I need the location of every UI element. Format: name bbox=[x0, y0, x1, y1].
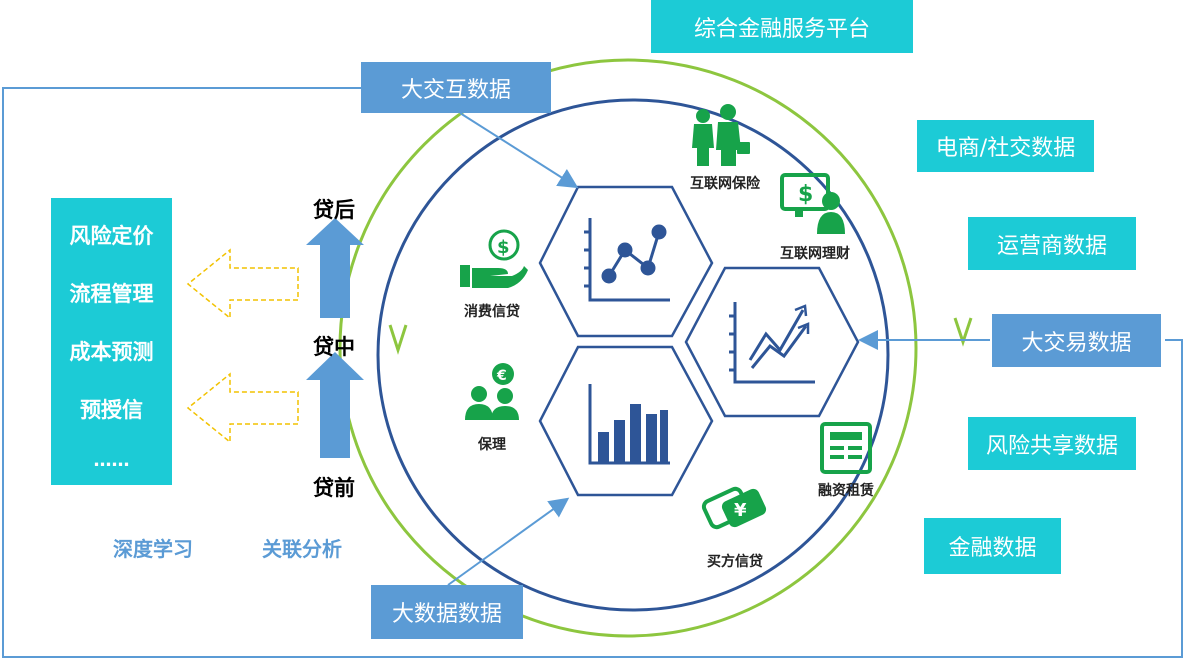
interaction-connector bbox=[459, 112, 579, 189]
capability-panel: 风险定价 流程管理 成本预测 预授信 …… bbox=[51, 198, 172, 485]
interaction-data-box: 大交互数据 bbox=[361, 62, 551, 113]
factoring-icon: € bbox=[465, 363, 519, 420]
left-green-chevron bbox=[388, 324, 408, 355]
stage-post-loan: 贷后 bbox=[313, 198, 355, 222]
capability-more: …… bbox=[93, 450, 130, 471]
consumer-credit-icon: $ bbox=[460, 229, 528, 288]
stage-mid-loan: 贷中 bbox=[313, 335, 355, 359]
platform-title: 综合金融服务平台 bbox=[651, 0, 913, 53]
risk-sharing-data-box: 风险共享数据 bbox=[968, 417, 1136, 470]
svg-text:$: $ bbox=[798, 182, 813, 207]
stage-pre-loan: 贷前 bbox=[313, 476, 355, 500]
return-loop-line bbox=[2, 87, 1183, 658]
factoring-label: 保理 bbox=[478, 437, 506, 453]
bar-chart-icon bbox=[588, 384, 670, 465]
svg-text:$: $ bbox=[497, 237, 510, 258]
insurance-label: 互联网保险 bbox=[690, 176, 760, 192]
finance-data-box: 金融数据 bbox=[924, 518, 1061, 574]
svg-text:€: € bbox=[496, 368, 507, 384]
svg-text:¥: ¥ bbox=[734, 500, 747, 521]
leasing-icon bbox=[820, 422, 872, 474]
insurance-icon bbox=[692, 104, 750, 166]
dashed-arrow-lower bbox=[186, 372, 299, 444]
method-association-analysis: 关联分析 bbox=[262, 537, 342, 561]
operator-data-box: 运营商数据 bbox=[968, 217, 1136, 270]
capability-cost-forecast: 成本预测 bbox=[69, 340, 154, 364]
outer-green-circle bbox=[338, 58, 918, 638]
arrow-pre-to-mid bbox=[306, 352, 364, 458]
dashed-arrow-upper bbox=[186, 248, 299, 320]
transaction-data-box: 大交易数据 bbox=[992, 314, 1161, 367]
capability-pre-credit: 预授信 bbox=[80, 398, 143, 422]
arrow-mid-to-post bbox=[306, 218, 364, 318]
wealth-icon: $ bbox=[780, 173, 845, 234]
line-chart-icon bbox=[584, 218, 670, 302]
capability-process-management: 流程管理 bbox=[69, 282, 154, 306]
right-green-chevron bbox=[953, 317, 973, 347]
buyer-credit-label: 买方信贷 bbox=[707, 554, 763, 570]
inner-blue-circle bbox=[376, 98, 890, 612]
bigdata-connector bbox=[447, 497, 570, 586]
buyer-credit-icon: ¥ bbox=[701, 486, 767, 530]
method-deep-learning: 深度学习 bbox=[113, 537, 193, 561]
ecommerce-data-box: 电商/社交数据 bbox=[917, 120, 1094, 172]
capability-risk-pricing: 风险定价 bbox=[69, 224, 154, 248]
hexagon-line-chart bbox=[538, 185, 714, 338]
leasing-label: 融资租赁 bbox=[818, 483, 874, 499]
wealth-label: 互联网理财 bbox=[780, 246, 850, 262]
hexagon-bar-chart bbox=[538, 345, 714, 497]
bigdata-data-box: 大数据数据 bbox=[371, 585, 523, 639]
consumer-credit-label: 消费信贷 bbox=[464, 304, 520, 320]
trend-chart-icon bbox=[729, 302, 815, 384]
